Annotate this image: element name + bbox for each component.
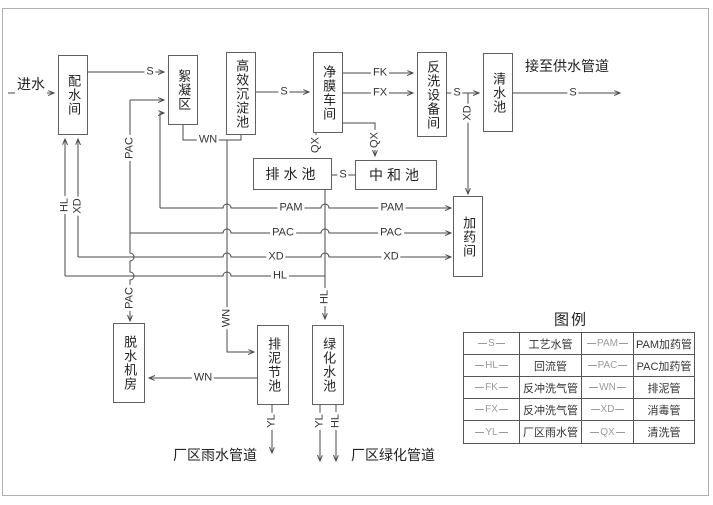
line-sample: [615, 409, 625, 410]
rainwater-pipeline-label: 厂区雨水管道: [171, 445, 259, 465]
line-sample: [498, 387, 508, 388]
pipe-label-yl: YL: [265, 412, 278, 430]
pipe-label-xd: XD: [381, 250, 401, 263]
pipe-label-s: S: [451, 86, 463, 99]
pipe-label-fx: FX: [370, 86, 390, 99]
legend-title: 图例: [551, 308, 591, 330]
legend-symbol-qx: QX: [582, 421, 634, 443]
legend-table: S 工艺水管 PAM PAM加药管 HL 回流管 PAC PAC加药管 FK 反…: [463, 332, 695, 444]
backwash-equipment-room: 反洗设备间: [417, 52, 447, 137]
clear-water-tank: 清水池: [483, 53, 513, 132]
line-sample: [498, 409, 508, 410]
pipe-label-pac: PAC: [123, 135, 136, 161]
line-sample: [590, 409, 600, 410]
pipe-label-pac: PAC: [270, 226, 296, 239]
line-sample: [475, 431, 485, 433]
pipe-label-pac: PAC: [123, 285, 136, 311]
pipe-label-yl: YL: [313, 412, 326, 430]
sludge-regulation-tank: 排泥节池: [257, 325, 289, 405]
legend-name: 清洗管: [647, 427, 681, 439]
inflow-label: 进水: [15, 74, 47, 94]
legend-name: 回流管: [520, 355, 582, 377]
line-sample: [615, 431, 625, 433]
legend-symbol-s: S: [464, 333, 520, 355]
line-sample: [495, 343, 505, 344]
line-sample: [498, 365, 508, 366]
legend-name: 工艺水管: [520, 333, 582, 355]
line-sample: [616, 387, 626, 388]
pipe-label-xd: XD: [461, 103, 474, 123]
water-distribution-room: 配水间: [58, 55, 88, 135]
pipe-label-xd: XD: [71, 196, 84, 216]
flocculation-zone: 絮凝区: [168, 55, 198, 125]
line-sample: [587, 365, 597, 366]
pipe-label-xd: XD: [266, 250, 286, 263]
legend-name: 排泥管: [634, 377, 694, 399]
pipe-label-hl: HL: [329, 411, 342, 431]
pipe-label-hl: HL: [58, 195, 71, 215]
greening-pipeline-label: 厂区绿化管道: [349, 445, 437, 465]
pipe-label-qx: QX: [368, 130, 381, 150]
pipe-label-pam: PAM: [378, 201, 406, 214]
line-sample: [589, 387, 599, 388]
pipe-label-pam: PAM: [277, 201, 305, 214]
legend-symbol-wn: WN: [582, 377, 634, 399]
legend-name: 反冲洗气管: [520, 399, 582, 421]
high-efficiency-sedimentation-tank: 高效沉淀池: [226, 52, 256, 135]
pipe-label-hl: HL: [318, 287, 331, 307]
line-sample: [475, 409, 485, 410]
pipe-label-fk: FK: [370, 66, 390, 79]
line-sample: [618, 343, 628, 344]
line-sample: [590, 431, 600, 433]
line-sample: [475, 387, 485, 388]
legend-name: 厂区雨水管: [520, 421, 582, 443]
supply-pipeline-label: 接至供水管道: [523, 56, 611, 76]
pipe-label-s: S: [278, 85, 290, 98]
pipe-label-s: S: [567, 86, 579, 99]
legend-name: PAM加药管: [634, 333, 694, 355]
legend-symbol-hl: HL: [464, 355, 520, 377]
neutralization-tank: 中和池: [355, 160, 437, 190]
legend-symbol-fk: FK: [464, 377, 520, 399]
legend-symbol-pam: PAM: [582, 333, 634, 355]
greening-water-tank: 绿化水池: [312, 325, 344, 405]
legend-name: 反冲洗气管: [520, 377, 582, 399]
legend-symbol-pac: PAC: [582, 355, 634, 377]
dewatering-room: 脱水机房: [113, 323, 145, 403]
legend-name: 消毒管: [634, 399, 694, 421]
line-sample: [618, 365, 628, 366]
legend-symbol-fx: FX: [464, 399, 520, 421]
legend-name: PAC加药管: [634, 355, 694, 377]
membrane-workshop: 净膜车间: [313, 52, 343, 133]
drawing-border: [2, 8, 709, 496]
drainage-tank: 排水池: [253, 158, 332, 190]
pipe-label-pac: PAC: [378, 226, 404, 239]
pipe-label-hl: HL: [270, 269, 290, 282]
pipe-label-wn: WN: [220, 306, 233, 330]
legend-symbol-yl: YL: [464, 421, 520, 443]
legend-symbol-xd: XD: [582, 399, 634, 421]
line-sample: [498, 431, 508, 433]
line-sample: [478, 343, 488, 344]
line-sample: [475, 365, 485, 366]
pipe-label-s: S: [337, 168, 349, 181]
pipe-label-wn: WN: [191, 371, 215, 384]
line-sample: [587, 343, 597, 344]
pipe-label-wn: WN: [196, 133, 220, 146]
pipe-label-qx: QX: [309, 135, 322, 155]
dosing-room: 加药间: [453, 196, 483, 277]
pipe-label-s: S: [144, 65, 156, 78]
